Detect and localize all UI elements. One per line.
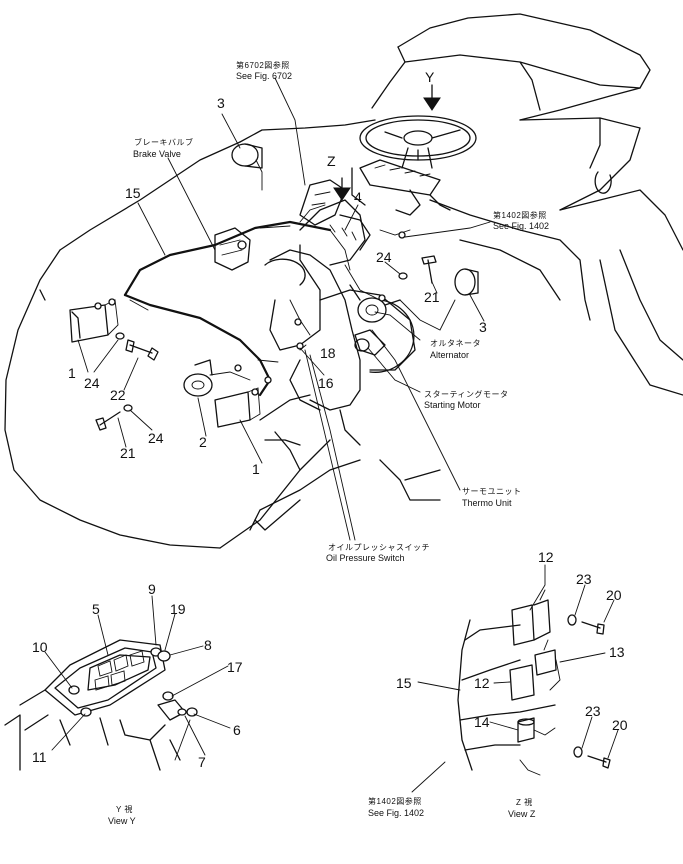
callout-12-lower: 12 — [474, 675, 490, 691]
alternator — [349, 284, 401, 323]
callout-15-view-z: 15 — [396, 675, 412, 691]
head-lamp-left — [69, 298, 119, 343]
callout-1-left: 1 — [68, 365, 76, 381]
callout-17: 17 — [227, 659, 243, 675]
brake-valve-label-en: Brake Valve — [133, 149, 181, 159]
view-y-label-jp: Y 視 — [116, 805, 133, 814]
callout-20-lower: 20 — [612, 717, 628, 733]
callout-5: 5 — [92, 601, 100, 617]
callout-19: 19 — [170, 601, 186, 617]
callout-16: 16 — [318, 375, 334, 391]
view-arrow-z — [333, 177, 351, 201]
alternator-label-jp: オルタネータ — [430, 339, 481, 348]
callout-21-left: 21 — [120, 445, 136, 461]
callout-10: 10 — [32, 639, 48, 655]
washer-24-left — [115, 332, 125, 340]
callout-9: 9 — [148, 581, 156, 597]
callout-24-mid: 24 — [148, 430, 164, 446]
callout-2: 2 — [199, 434, 207, 450]
callout-24-right: 24 — [376, 249, 392, 265]
ref-fig6702-jp: 第6702図参照 — [236, 60, 290, 70]
callout-22: 22 — [110, 387, 126, 403]
thermo-unit-label-jp: サーモユニット — [462, 487, 522, 496]
wiring-harness — [123, 204, 456, 397]
callout-14: 14 — [474, 714, 490, 730]
callout-23-upper: 23 — [576, 571, 592, 587]
thermo-unit-label-en: Thermo Unit — [462, 498, 512, 508]
callout-15-main: 15 — [125, 185, 141, 201]
head-lamp-right — [214, 387, 261, 428]
bolt-22 — [125, 339, 159, 361]
starting-motor-label-jp: スターティングモータ — [424, 389, 509, 399]
starting-motor-label-en: Starting Motor — [424, 400, 481, 410]
ref-fig1402-jp: 第1402図参照 — [493, 210, 547, 220]
leader-lines-view-y — [44, 595, 231, 761]
starting-motor — [354, 329, 386, 356]
ref-fig1402b-jp: 第1402図参照 — [368, 796, 422, 806]
view-z-label-jp: Z 視 — [516, 798, 533, 807]
view-arrow-y — [423, 84, 441, 111]
callout-21-right: 21 — [424, 289, 440, 305]
instrument-panel — [351, 159, 451, 216]
leader-lines-main — [77, 77, 491, 541]
callout-18: 18 — [320, 345, 336, 361]
callout-4: 4 — [354, 189, 362, 205]
horn — [183, 359, 213, 397]
oil-pressure-label-jp: オイルプレッシャスイッチ — [328, 543, 430, 552]
view-marker-y: Y — [425, 69, 435, 85]
callout-20-upper: 20 — [606, 587, 622, 603]
oil-pressure-label-en: Oil Pressure Switch — [326, 553, 405, 563]
washer-24-right — [398, 272, 408, 280]
ref-fig1402-en: See Fig. 1402 — [493, 221, 549, 231]
bolt-21-right — [421, 255, 437, 284]
callout-8: 8 — [204, 637, 212, 653]
lamp-3-right — [454, 268, 479, 296]
engine-block — [264, 179, 416, 446]
view-z-label-en: View Z — [508, 809, 536, 819]
brake-valve — [214, 227, 251, 271]
leader-lines-view-z — [411, 564, 619, 793]
callout-13: 13 — [609, 644, 625, 660]
lamp-3-upper — [231, 143, 263, 191]
ref-fig6702-en: See Fig. 6702 — [236, 71, 292, 81]
view-marker-z: Z — [327, 153, 336, 169]
alternator-label-en: Alternator — [430, 350, 469, 360]
steering-wheel — [359, 115, 477, 169]
view-y-label-en: View Y — [108, 816, 136, 826]
callout-6: 6 — [233, 722, 241, 738]
callout-11: 11 — [32, 749, 47, 765]
callout-7: 7 — [198, 754, 206, 770]
bolt-21-left — [95, 411, 121, 431]
callout-3-right: 3 — [479, 319, 487, 335]
callout-3-upper: 3 — [217, 95, 225, 111]
washer-24-mid — [123, 404, 133, 412]
ref-fig1402b-en: See Fig. 1402 — [368, 808, 424, 818]
view-z-drawing — [457, 589, 611, 776]
callout-1-right: 1 — [252, 461, 260, 477]
vehicle-body-outline — [4, 13, 683, 549]
callout-23-lower: 23 — [585, 703, 601, 719]
callout-12-upper: 12 — [538, 549, 554, 565]
callout-24-left: 24 — [84, 375, 100, 391]
brake-valve-label-jp: ブレーキバルブ — [134, 137, 194, 147]
view-y-drawing — [4, 639, 198, 771]
